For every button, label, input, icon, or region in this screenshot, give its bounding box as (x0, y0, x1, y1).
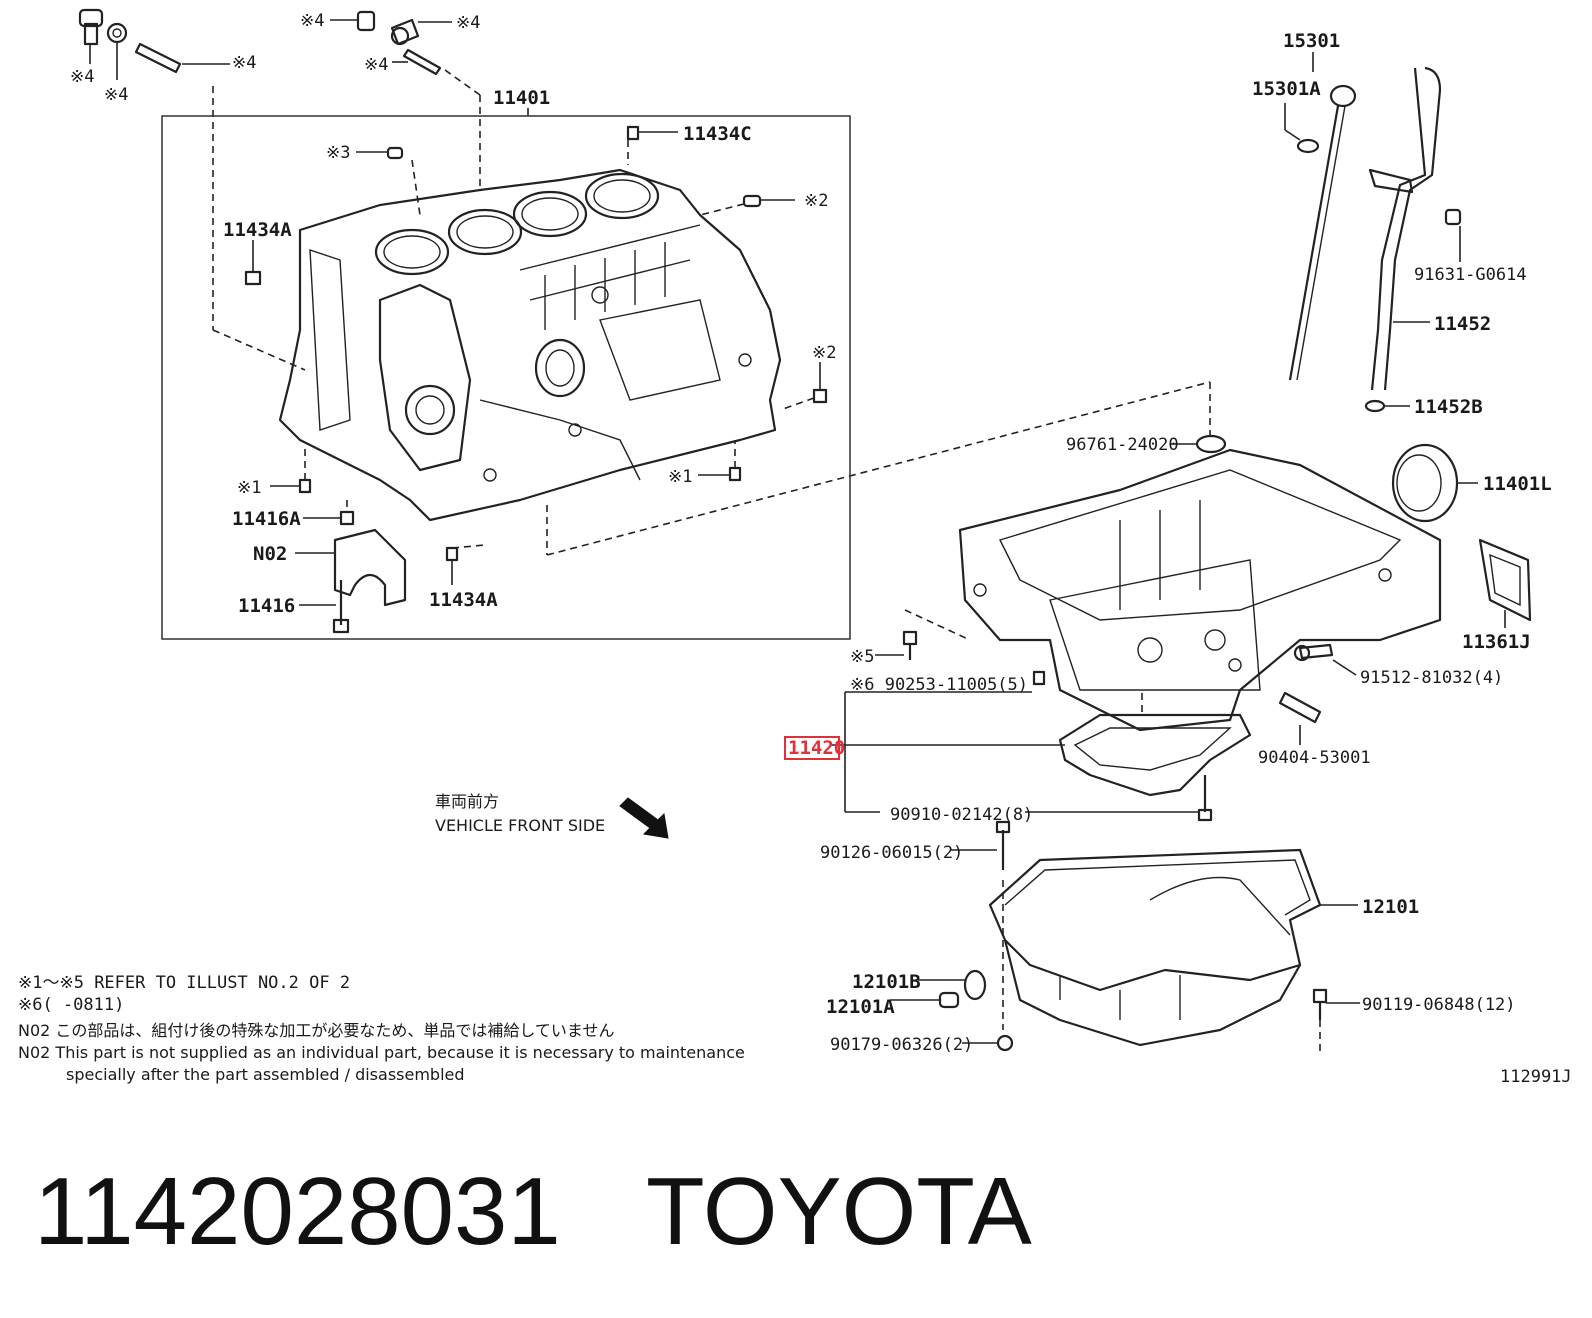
callout-ref-2: ※2 (804, 191, 828, 211)
front-label-en: VEHICLE FRONT SIDE (435, 816, 605, 835)
callout-ref-4: ※4 (232, 53, 256, 73)
label-11416: 11416 (238, 595, 295, 617)
label-90910-02142: 90910-02142(8) (890, 805, 1033, 825)
vehicle-front-arrow (619, 797, 669, 839)
label-11361J: 11361J (1462, 631, 1531, 653)
brand-name: TOYOTA (646, 1158, 1032, 1265)
top-left-fasteners (78, 8, 481, 371)
callout-ref-4: ※4 (456, 13, 480, 33)
label-90179-06326: 90179-06326(2) (830, 1035, 973, 1055)
label-15301A: 15301A (1252, 78, 1321, 100)
part-number: 1142028031 (34, 1158, 561, 1265)
callout-ref-1: ※1 (237, 478, 261, 498)
label-90126-06015: 90126-06015(2) (820, 843, 963, 863)
callout-ref-3: ※3 (326, 143, 350, 163)
notes: ※1～※5 REFER TO ILLUST NO.2 OF 2 ※6( -081… (18, 973, 745, 1084)
label-11401L: 11401L (1483, 473, 1552, 495)
label-11420: 11420 (788, 737, 845, 759)
label-11434A-top: 11434A (223, 219, 292, 241)
callout-ref-4: ※4 (70, 67, 94, 87)
callout-ref-4: ※4 (364, 55, 388, 75)
label-11416A: 11416A (232, 508, 301, 530)
oil-pan-drawing (890, 820, 1360, 1055)
note-line: N02 This part is not supplied as an indi… (18, 1043, 745, 1062)
label-96761-24020: 96761-24020 (1066, 435, 1179, 455)
label-90404-53001: 90404-53001 (1258, 748, 1371, 768)
label-90119-06848: 90119-06848(12) (1362, 995, 1516, 1015)
crankcase-fasteners (875, 630, 1357, 745)
label-11452B: 11452B (1414, 396, 1483, 418)
label-11434C: 11434C (683, 123, 752, 145)
label-11434A-bottom: 11434A (429, 589, 498, 611)
callout-ref-5: ※5 (850, 647, 874, 667)
highlight-box (784, 736, 840, 760)
dowel-pins (244, 125, 1211, 585)
note-line: ※1～※5 REFER TO ILLUST NO.2 OF 2 (18, 973, 350, 993)
part-labels: ※4 ※4 ※4 ※4 ※4 ※4 11401 11434C ※3 ※2 114… (70, 11, 1572, 1087)
label-90253-11005: ※6 90253-11005(5) (850, 675, 1028, 695)
illustration-id: 112991J (1500, 1067, 1572, 1087)
label-11401: 11401 (493, 87, 550, 109)
bearing-cap-drawing (295, 528, 407, 634)
label-15301: 15301 (1283, 30, 1340, 52)
cylinder-block-drawing (278, 168, 782, 522)
callout-ref-4: ※4 (300, 11, 324, 31)
front-label-jp: 車両前方 (435, 792, 499, 811)
note-line: specially after the part assembled / dis… (66, 1065, 465, 1084)
cylinder-block-frame (161, 115, 851, 640)
label-12101: 12101 (1362, 896, 1419, 918)
label-12101A: 12101A (826, 996, 895, 1018)
note-line: N02 この部品は、組付け後の特殊な加工が必要なため、単品では補給していません (18, 1021, 614, 1040)
callout-ref-2: ※2 (812, 343, 836, 363)
label-91512-81032: 91512-81032(4) (1360, 668, 1503, 688)
label-91631-G0614: 91631-G0614 (1414, 265, 1527, 285)
label-11452: 11452 (1434, 313, 1491, 335)
callout-ref-1: ※1 (668, 467, 692, 487)
label-N02: N02 (253, 543, 287, 565)
footer: 1142028031 TOYOTA (34, 1158, 1032, 1265)
label-12101B: 12101B (852, 971, 921, 993)
note-line: ※6( -0811) (18, 995, 124, 1015)
seal-and-cover-drawing (1170, 434, 1532, 628)
stiffening-crankcase-drawing (904, 448, 1442, 732)
callout-ref-4: ※4 (104, 85, 128, 105)
dipstick-drawing (1284, 52, 1462, 413)
oil-pump-drawing (830, 690, 1252, 822)
